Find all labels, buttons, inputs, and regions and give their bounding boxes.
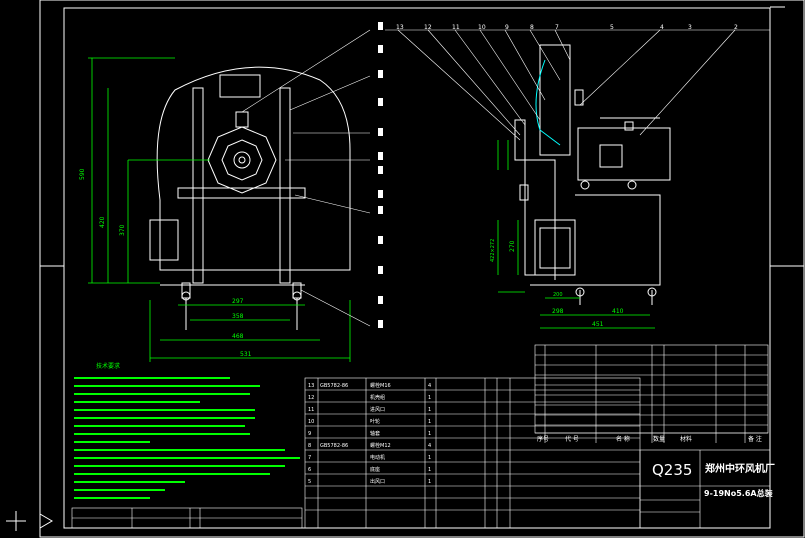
balloon-8: 8: [530, 24, 534, 31]
ucs-icon: [6, 511, 53, 531]
row-8-qty: 4: [428, 443, 431, 449]
dim-side-w2: 410: [612, 308, 624, 315]
row-10-qty: 1: [428, 419, 431, 425]
row-7-qty: 1: [428, 455, 431, 461]
row-7-name: 电动机: [370, 454, 385, 461]
parts-table-header: 序号 代 号 名 称 数量 材料 备 注: [537, 435, 762, 443]
row-11-name: 进风口: [370, 406, 385, 413]
front-dims: [88, 57, 351, 362]
row-13-code: GB5782-86: [320, 383, 348, 389]
parts-table-lower: [304, 377, 641, 529]
header-name: 名 称: [616, 435, 630, 443]
dim-front-w4: 531: [240, 351, 252, 358]
dim-side-h2: 422×272: [490, 239, 496, 262]
side-dims: [497, 140, 655, 329]
dim-front-w1: 297: [232, 298, 244, 305]
tech-notes-lines: [74, 377, 300, 499]
dim-front-mid: 420: [99, 216, 106, 228]
row-6-no: 6: [308, 467, 311, 473]
dim-front-height: 590: [79, 168, 86, 180]
balloon-row-top: 13 12 11 10 9 8 7 5 4 3 2: [396, 24, 738, 31]
company-name: 郑州中环风机厂: [705, 462, 775, 475]
row-13-qty: 4: [428, 383, 431, 389]
balloon-5: 5: [610, 24, 614, 31]
front-view: [149, 66, 351, 330]
balloon-column-left: [378, 22, 383, 328]
header-code: 代 号: [565, 435, 579, 443]
row-7-no: 7: [308, 455, 311, 461]
row-8-name: 螺栓M12: [370, 442, 391, 449]
header-remark: 备 注: [748, 435, 762, 443]
tech-title: 技术要求: [96, 362, 120, 370]
row-11-qty: 1: [428, 407, 431, 413]
dim-side-w1: 298: [552, 308, 564, 315]
dim-front-w2: 358: [232, 313, 244, 320]
row-6-name: 底座: [370, 466, 380, 473]
balloon-11: 11: [452, 24, 460, 31]
material-label: Q235: [652, 461, 692, 479]
balloon-4: 4: [660, 24, 664, 31]
balloon-7: 7: [555, 24, 559, 31]
balloon-10: 10: [478, 24, 486, 31]
row-5-qty: 1: [428, 479, 431, 485]
drawing-model: 9-19No5.6A总装: [704, 488, 773, 498]
row-9-no: 9: [308, 431, 311, 437]
dim-front-low: 370: [119, 224, 126, 236]
outer-frame: [39, 0, 805, 538]
row-13-no: 13: [308, 383, 314, 389]
balloon-3: 3: [688, 24, 692, 31]
title-block: [639, 449, 771, 529]
row-8-no: 8: [308, 443, 311, 449]
dim-side-h1: 270: [509, 240, 516, 252]
revision-table: [71, 507, 303, 529]
row-10-no: 10: [308, 419, 314, 425]
row-6-qty: 1: [428, 467, 431, 473]
row-13-name: 螺栓M16: [370, 382, 391, 389]
row-11-no: 11: [308, 407, 314, 413]
balloon-9: 9: [505, 24, 509, 31]
row-8-code: GB5782-86: [320, 443, 348, 449]
parts-table-upper: [534, 344, 769, 443]
row-9-qty: 1: [428, 431, 431, 437]
dim-front-w3: 468: [232, 333, 244, 340]
row-12-no: 12: [308, 395, 314, 401]
leader-lines: [241, 29, 736, 327]
header-material: 材料: [680, 435, 692, 443]
side-view: [514, 44, 671, 305]
dim-side-w4: 200: [553, 292, 563, 298]
header-no: 序号: [537, 435, 549, 443]
row-12-name: 机壳组: [370, 394, 385, 401]
parts-rows: 13 GB5782-86 螺栓M16 4 12 机壳组 1 11 进风口 1 1…: [308, 382, 431, 485]
row-5-no: 5: [308, 479, 311, 485]
balloon-2: 2: [734, 24, 738, 31]
dim-side-w3: 451: [592, 321, 604, 328]
row-10-name: 叶轮: [370, 418, 380, 425]
header-qty: 数量: [653, 435, 665, 443]
row-9-name: 轴套: [370, 430, 380, 437]
row-12-qty: 1: [428, 395, 431, 401]
balloon-12: 12: [424, 24, 432, 31]
row-5-name: 出风口: [370, 478, 385, 485]
balloon-13: 13: [396, 24, 404, 31]
